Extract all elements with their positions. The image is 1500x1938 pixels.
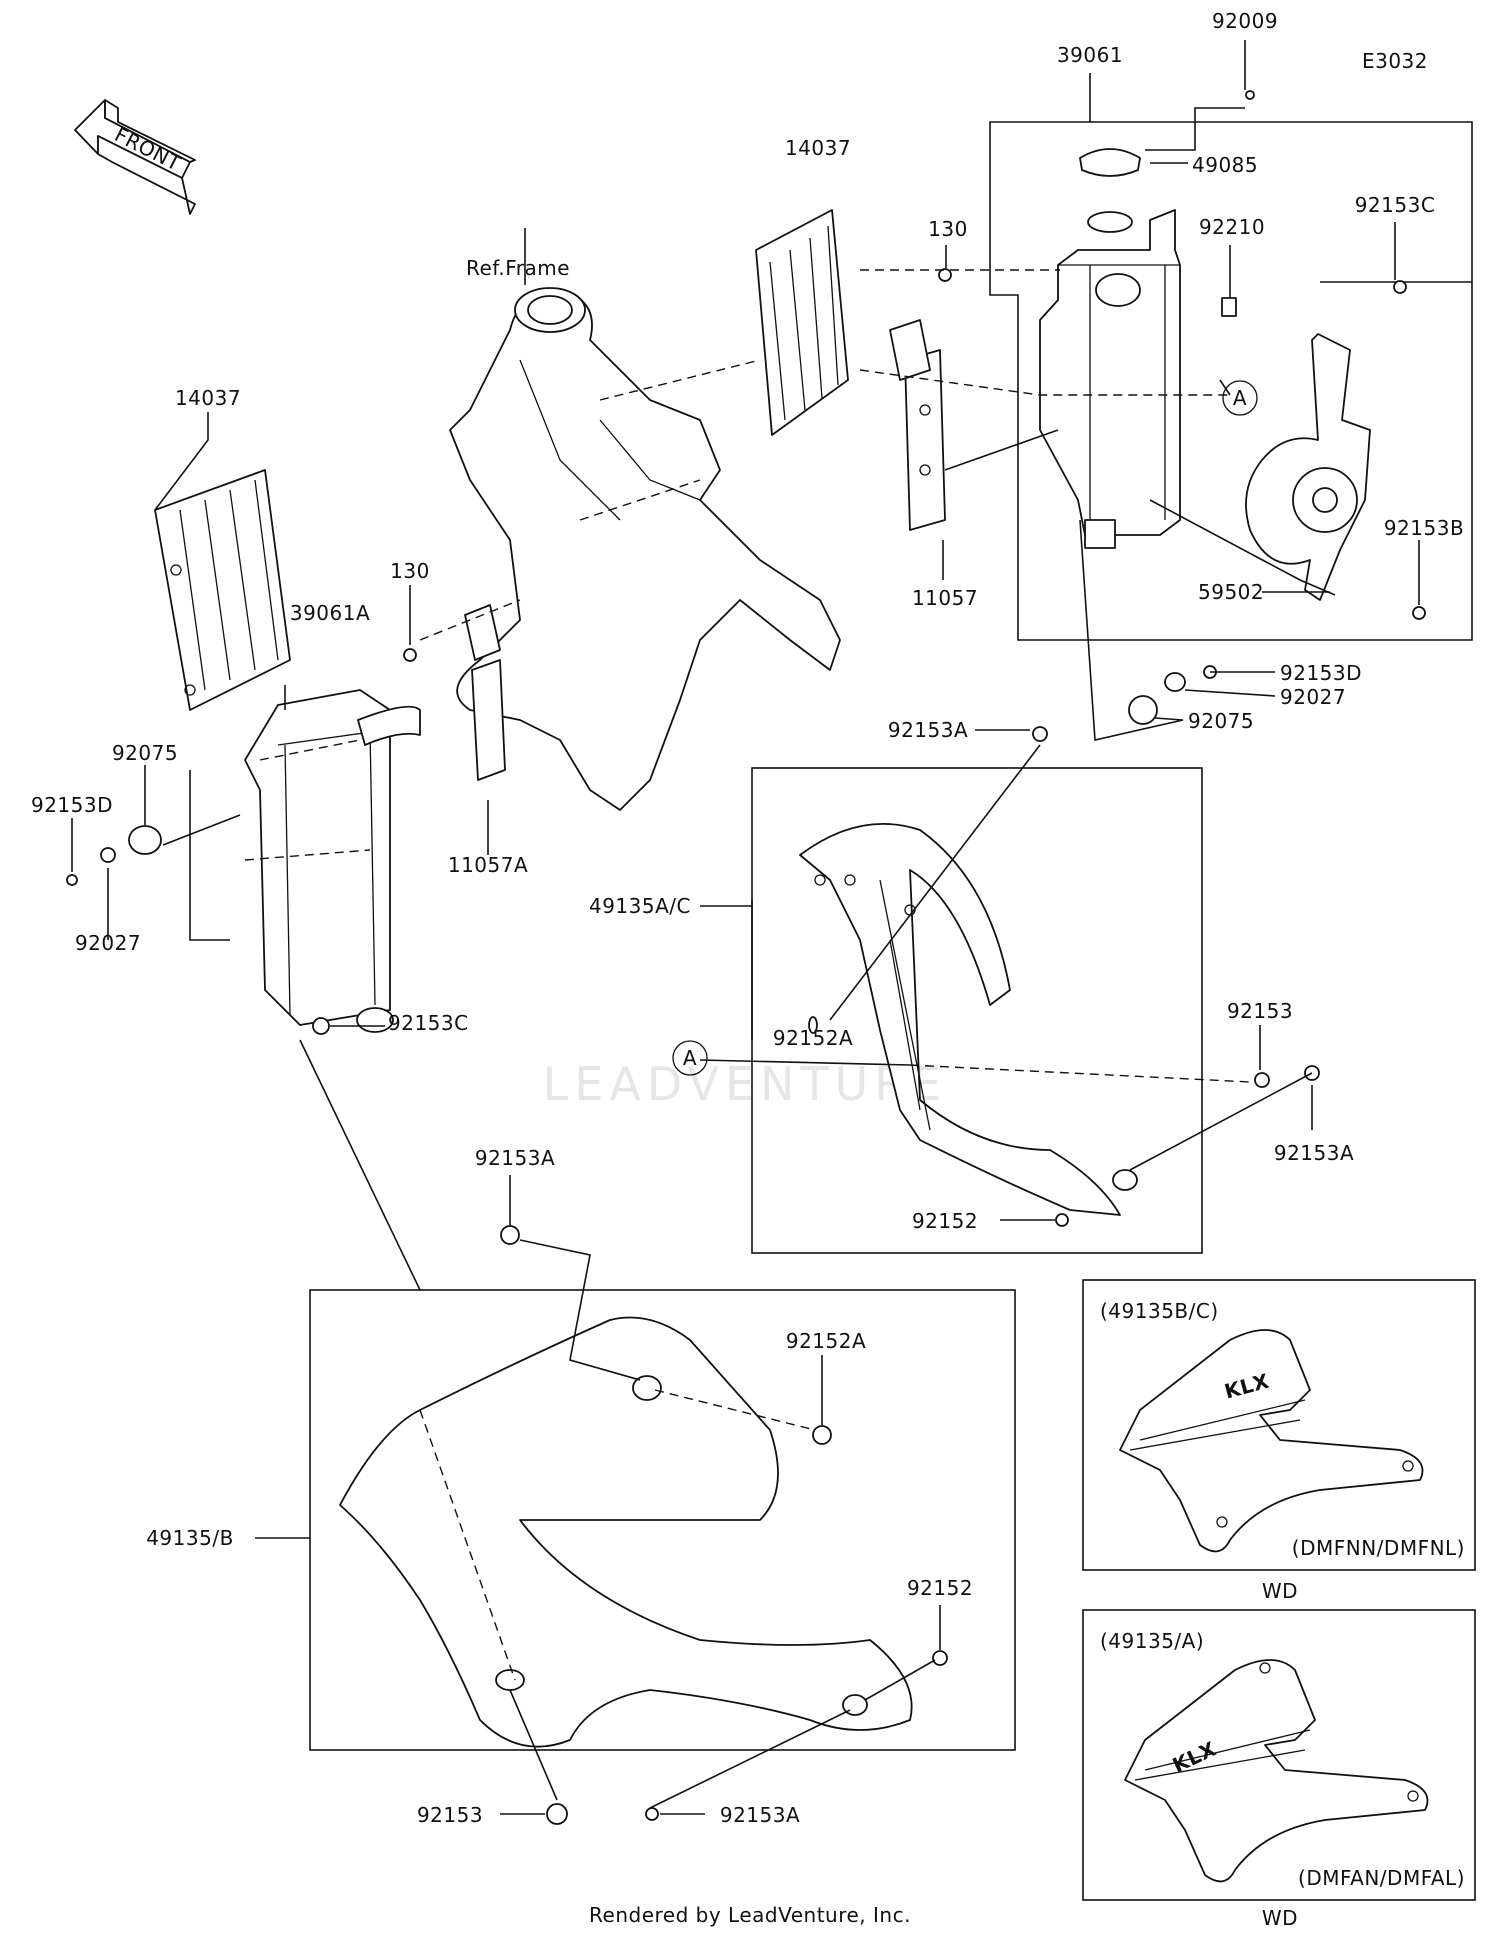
shroud-49135ac-group: A — [672, 726, 1320, 1254]
callout-a-mid: A — [683, 1046, 697, 1070]
label-92153d-left: 92153D — [31, 793, 113, 817]
label-11057a: 11057A — [448, 853, 528, 877]
label-92152a-lower: 92152A — [786, 1329, 866, 1353]
label-130-top: 130 — [928, 217, 968, 241]
variant-box-1: (49135B/C) KLX (DMFNN/DMFNL) — [1082, 1279, 1476, 1571]
fan-icon — [1245, 333, 1371, 601]
label-92027-right: 92027 — [1280, 685, 1346, 709]
label-92210: 92210 — [1199, 215, 1265, 239]
label-14037-top: 14037 — [785, 136, 851, 160]
variant-2-model: (DMFAN/DMFAL) — [1298, 1866, 1465, 1890]
label-49135ac: 49135A/C — [589, 894, 691, 918]
label-92153-bottom: 92153 — [417, 1803, 483, 1827]
label-92153a-right: 92153A — [1274, 1141, 1354, 1165]
label-39061a: 39061A — [290, 601, 370, 625]
label-92027-left: 92027 — [75, 931, 141, 955]
label-92152-lower: 92152 — [907, 1576, 973, 1600]
label-59502: 59502 — [1198, 580, 1264, 604]
label-92153a-bottom: 92153A — [720, 1803, 800, 1827]
label-49135b: 49135/B — [146, 1526, 234, 1550]
watermark: LEADVENTURE — [543, 1057, 948, 1111]
footer-credit: Rendered by LeadVenture, Inc. — [589, 1903, 911, 1927]
label-92153-mid: 92153 — [1227, 999, 1293, 1023]
label-92153c-left: 92153C — [388, 1011, 469, 1035]
label-92153a-top: 92153A — [888, 718, 968, 742]
radiator-right-group: A — [755, 40, 1473, 741]
label-130-left: 130 — [390, 559, 430, 583]
label-14037-left: 14037 — [175, 386, 241, 410]
variant-1-tag: WD — [1262, 1579, 1298, 1603]
shroud-49135b-group — [255, 1175, 1016, 1825]
radiator-left-group — [66, 412, 521, 1291]
variant-box-2: (49135/A) KLX (DMFAN/DMFAL) — [1082, 1609, 1476, 1901]
label-39061: 39061 — [1057, 43, 1123, 67]
frame — [449, 228, 841, 811]
label-92153b: 92153B — [1384, 516, 1464, 540]
callout-a-top: A — [1233, 386, 1247, 410]
label-92153c-top: 92153C — [1355, 193, 1436, 217]
diagram-code: E3032 — [1362, 49, 1428, 73]
variant-1-model: (DMFNN/DMFNL) — [1292, 1536, 1465, 1560]
label-92152-mid: 92152 — [912, 1209, 978, 1233]
label-92075-left: 92075 — [112, 741, 178, 765]
label-92152a-mid: 92152A — [773, 1026, 853, 1050]
variant-2-tag: WD — [1262, 1906, 1298, 1930]
variant-2-title: (49135/A) — [1100, 1629, 1204, 1653]
label-11057: 11057 — [912, 586, 978, 610]
label-92009: 92009 — [1212, 9, 1278, 33]
label-49085: 49085 — [1192, 153, 1258, 177]
label-92153a-lower: 92153A — [475, 1146, 555, 1170]
ref-frame-label: Ref.Frame — [466, 256, 570, 280]
label-92153d-right: 92153D — [1280, 661, 1362, 685]
label-92075-right: 92075 — [1188, 709, 1254, 733]
front-arrow-icon: FRONT — [74, 99, 196, 215]
variant-1-title: (49135B/C) — [1100, 1299, 1219, 1323]
